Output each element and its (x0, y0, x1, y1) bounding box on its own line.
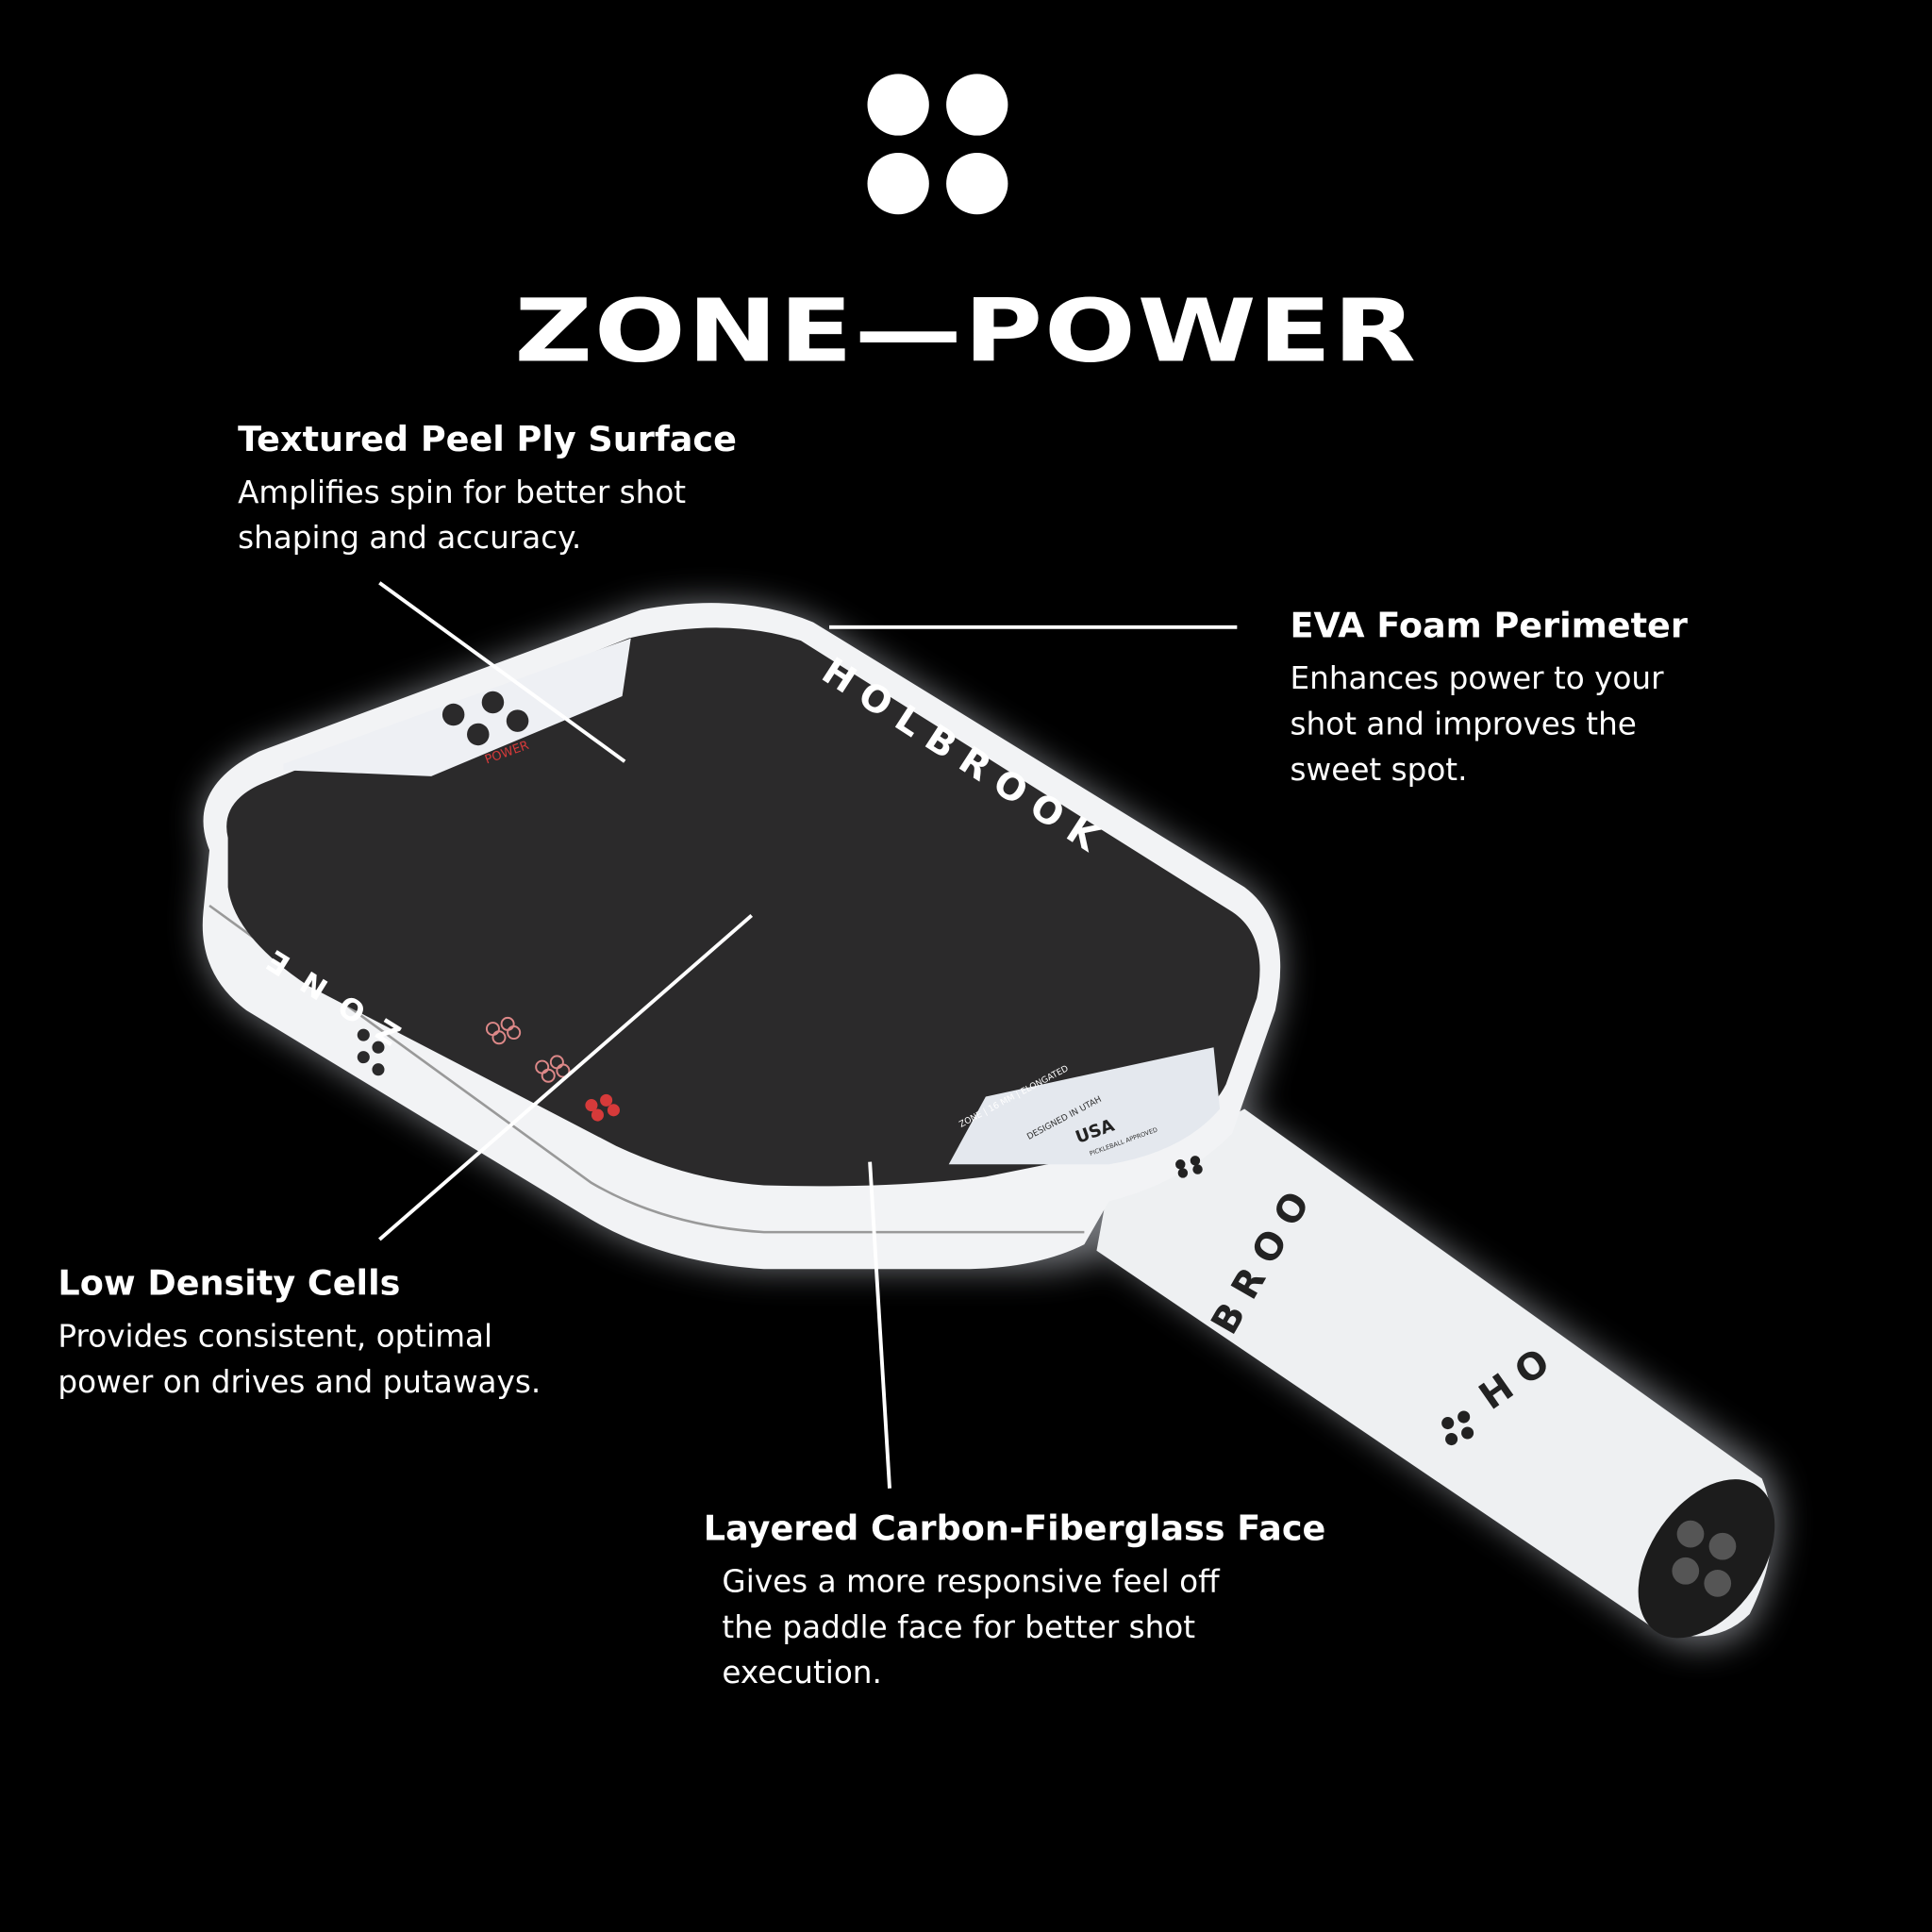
page-title: ZONE—POWER (514, 280, 1418, 382)
handle-end-cap (1638, 1479, 1775, 1639)
callout-text: Provides consistent, optimal power on dr… (58, 1318, 541, 1400)
callout-low-density: Low Density Cells Provides consistent, o… (58, 1263, 575, 1405)
brand-logo-icon (867, 74, 1011, 217)
paddle-logo-icon (441, 691, 529, 746)
callout-peel-ply: Textured Peel Ply Surface Amplifies spin… (238, 419, 756, 560)
callout-heading: EVA Foam Perimeter (1290, 605, 1688, 646)
paddle-face (226, 627, 1260, 1187)
callout-text: Amplifies spin for better shot shaping a… (238, 474, 687, 557)
callout-carbon-face: Layered Carbon-Fiberglass Face Gives a m… (704, 1508, 1344, 1696)
callout-heading: Textured Peel Ply Surface (238, 419, 737, 460)
callout-heading: Layered Carbon-Fiberglass Face (703, 1507, 1326, 1549)
callout-eva-foam: EVA Foam Perimeter Enhances power to you… (1291, 605, 1709, 792)
callout-leader-lines (377, 581, 1238, 1489)
callout-heading: Low Density Cells (58, 1262, 401, 1304)
paddle-red-dots-icon (585, 1093, 620, 1122)
callout-text: Gives a more responsive feel off the pad… (722, 1563, 1220, 1690)
callout-text: Enhances power to your shot and improves… (1290, 660, 1664, 788)
paddle-handle (1096, 1108, 1773, 1637)
